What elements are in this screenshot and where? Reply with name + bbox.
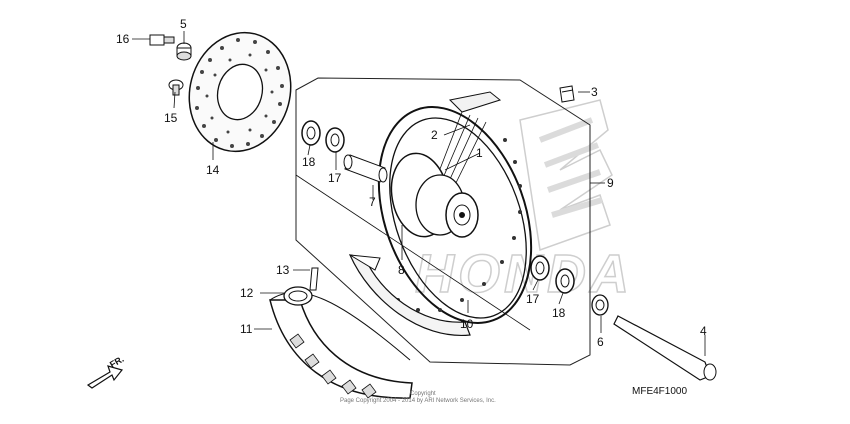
callout-17-left: 17 [328, 171, 342, 185]
copyright-line-2: Page Copyright 2004 - 2014 by ARI Networ… [340, 398, 496, 404]
hub [390, 152, 479, 238]
rim-strip-10 [348, 254, 471, 336]
callout-12: 12 [240, 286, 254, 300]
bearing-18-right [555, 268, 575, 294]
distance-collar-7 [343, 154, 388, 183]
callout-11: 11 [240, 322, 253, 336]
callout-14: 14 [206, 163, 220, 177]
fr-label: FR. [108, 354, 126, 370]
callout-7: 7 [369, 195, 376, 209]
callout-1: 1 [476, 146, 483, 160]
disc-bolt-16 [149, 34, 175, 46]
callout-9: 9 [607, 176, 614, 190]
callout-8: 8 [398, 263, 405, 277]
callout-18-right: 18 [552, 306, 566, 320]
bearing-18-left [301, 120, 321, 146]
wheel-rim [377, 91, 533, 324]
callout-18-left: 18 [302, 155, 316, 169]
callout-3: 3 [591, 85, 598, 99]
tube-12 [283, 286, 313, 306]
callout-15: 15 [164, 111, 178, 125]
valve-13 [309, 267, 319, 291]
callout-4: 4 [700, 324, 707, 338]
front-direction-arrow: FR. [86, 354, 126, 389]
leader-lines [132, 31, 706, 356]
disc-bolt-15 [168, 79, 184, 96]
valve-cap-3 [559, 85, 575, 103]
collar-5 [176, 42, 192, 61]
seal-17-left [325, 127, 345, 153]
assembly-outline [295, 77, 591, 366]
brake-disc [188, 31, 292, 153]
callout-10: 10 [460, 317, 474, 331]
seal-17-right [530, 255, 550, 281]
copyright-line-1: Copyright [410, 391, 436, 397]
callout-13: 13 [276, 263, 290, 277]
callout-2: 2 [431, 128, 438, 142]
callout-5: 5 [180, 17, 187, 31]
side-collar-6 [591, 294, 609, 316]
front-axle-4 [613, 315, 717, 381]
callout-17-right: 17 [526, 292, 540, 306]
callout-16: 16 [116, 32, 130, 46]
callout-6: 6 [597, 335, 604, 349]
diagram-code: MFE4F1000 [632, 386, 687, 397]
tire-11 [269, 292, 413, 399]
